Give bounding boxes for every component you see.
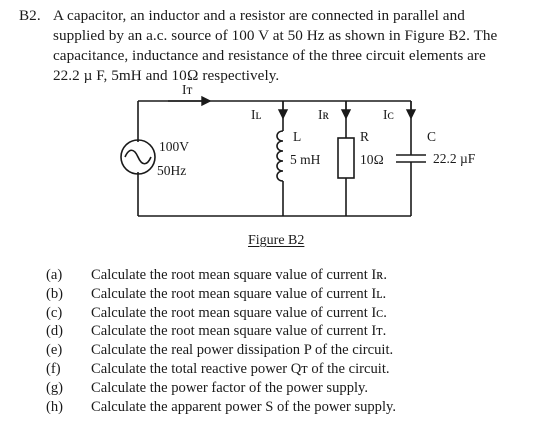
resistor-current-label: Iʀ bbox=[318, 107, 329, 122]
resistor-label: R bbox=[360, 129, 369, 144]
question-item: (d) Calculate the root mean square value… bbox=[46, 322, 396, 341]
question-item: (f) Calculate the total reactive power Q… bbox=[46, 360, 396, 379]
total-current-label: Iᴛ bbox=[182, 82, 192, 97]
question-item: (h) Calculate the apparent power S of th… bbox=[46, 398, 396, 417]
question-item: (g) Calculate the power factor of the po… bbox=[46, 379, 396, 398]
ac-sine-wave bbox=[124, 149, 152, 165]
question-text: Calculate the root mean square value of … bbox=[91, 285, 387, 302]
question-label: (g) bbox=[46, 379, 64, 396]
question-label: (d) bbox=[46, 323, 64, 340]
ac-source-symbol bbox=[120, 139, 156, 175]
resistor-value: 10Ω bbox=[360, 152, 384, 167]
figure-caption: Figure B2 bbox=[248, 233, 305, 248]
question-item: (a) Calculate the root mean square value… bbox=[46, 266, 396, 285]
question-label: (c) bbox=[46, 304, 63, 321]
problem-number: B2. bbox=[19, 7, 41, 24]
inductor-current-label: Iʟ bbox=[251, 107, 261, 122]
question-text: Calculate the root mean square value of … bbox=[91, 323, 387, 340]
resistor-current-arrowhead bbox=[340, 109, 352, 120]
total-current-arrowhead bbox=[201, 95, 212, 107]
inductor-current-arrowhead bbox=[277, 109, 289, 120]
problem-statement: B2. A capacitor, an inductor and a resist… bbox=[19, 6, 529, 86]
question-text: Calculate the apparent power S of the po… bbox=[91, 398, 397, 415]
intro-line-4: 22.2 µ F, 5mH and 10Ω respectively. bbox=[53, 67, 280, 84]
resistor-symbol bbox=[337, 137, 355, 179]
capacitor-label: C bbox=[427, 129, 436, 144]
source-voltage-label: 100V bbox=[159, 139, 189, 154]
capacitor-current-label: Iᴄ bbox=[383, 107, 394, 122]
intro-line-2: supplied by an a.c. source of 100 V at 5… bbox=[53, 27, 498, 44]
capacitor-current-arrowhead bbox=[405, 109, 417, 120]
source-frequency-label: 50Hz bbox=[157, 163, 186, 178]
intro-line-3: capacitance, inductance and resistance o… bbox=[53, 47, 486, 64]
question-list: (a) Calculate the root mean square value… bbox=[46, 266, 396, 416]
inductor-coil bbox=[276, 130, 284, 182]
intro-text-1: A capacitor, an inductor and a resistor … bbox=[53, 7, 465, 24]
question-item: (e) Calculate the real power dissipation… bbox=[46, 341, 396, 360]
question-label: (a) bbox=[46, 267, 63, 283]
capacitor-value: 22.2 µF bbox=[433, 151, 476, 166]
circuit-diagram: Iᴛ Iʟ Iʀ Iᴄ 100V 50Hz L 5 mH R 10Ω C 22.… bbox=[120, 82, 476, 217]
intro-line-1: B2. A capacitor, an inductor and a resist… bbox=[19, 6, 529, 26]
question-text: Calculate the power factor of the power … bbox=[91, 379, 369, 396]
question-text: Calculate the real power dissipation P o… bbox=[91, 342, 394, 359]
inductor-value: 5 mH bbox=[290, 152, 321, 167]
question-text: Calculate the root mean square value of … bbox=[91, 304, 387, 321]
question-item: (b) Calculate the root mean square value… bbox=[46, 285, 396, 304]
question-label: (h) bbox=[46, 398, 64, 415]
inductor-label: L bbox=[293, 129, 301, 144]
question-text: Calculate the total reactive power Qᴛ of… bbox=[91, 360, 390, 377]
question-label: (e) bbox=[46, 342, 63, 359]
question-item: (c) Calculate the root mean square value… bbox=[46, 304, 396, 323]
question-label: (b) bbox=[46, 285, 64, 302]
question-text: Calculate the root mean square value of … bbox=[91, 267, 388, 283]
question-label: (f) bbox=[46, 360, 61, 377]
